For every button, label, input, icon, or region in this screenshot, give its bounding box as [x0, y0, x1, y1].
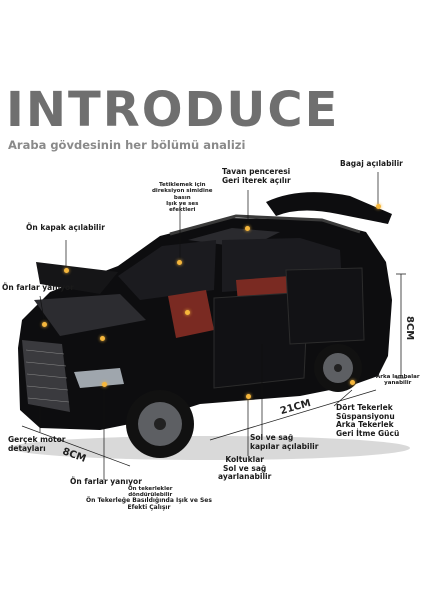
headlight	[74, 368, 124, 388]
highlight-dot-trunk	[376, 204, 381, 209]
page-title: INTRODUCE	[6, 82, 340, 138]
highlight-dot-hood	[64, 268, 69, 273]
front-wheel	[126, 390, 194, 458]
front-door	[213, 291, 309, 389]
highlight-dot-door	[246, 394, 251, 399]
engine-bay	[34, 294, 146, 336]
highlight-dot-headlight	[42, 322, 47, 327]
dimension-height: 8CM	[404, 316, 415, 341]
highlight-dot-engine	[100, 336, 105, 341]
label-headlights-2: Ön farlar yanıyor	[70, 477, 142, 486]
label-trunk: Bagaj açılabilir	[340, 159, 403, 168]
leader-lines	[39, 172, 379, 480]
roof-rail	[169, 214, 361, 236]
dimension-lines	[21, 273, 406, 467]
highlight-dot-rear-light	[350, 380, 355, 385]
rear-door	[285, 267, 365, 345]
highlight-dot-sunroof	[245, 226, 250, 231]
rear-wheel	[314, 344, 362, 392]
label-hood: Ön kapak açılabilir	[26, 223, 105, 232]
ground-shadow	[10, 436, 410, 460]
front-window	[118, 240, 216, 300]
highlight-dot-seat	[185, 310, 190, 315]
front-seat	[168, 290, 214, 338]
grille-lines	[25, 349, 70, 403]
highlight-dot-front-light	[102, 382, 107, 387]
label-headlights-1: Ön farlar yanıyor	[2, 283, 74, 292]
highlight-dot-steering	[177, 260, 182, 265]
trunk-lid	[266, 192, 392, 224]
page-subtitle: Araba gövdesinin her bölümü analizi	[8, 138, 246, 152]
hood-open	[36, 262, 118, 294]
